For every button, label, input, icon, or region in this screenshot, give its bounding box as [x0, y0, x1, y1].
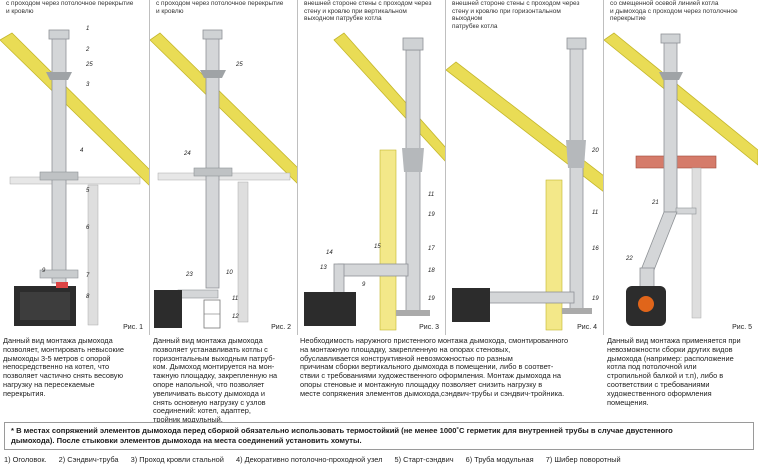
legend-item: 5) Старт-сэндвич [394, 455, 454, 464]
callout-number: 14 [326, 250, 333, 256]
callout-number: 9 [42, 268, 46, 274]
callout-number: 18 [428, 268, 435, 274]
chimney-drawing-3 [304, 32, 445, 331]
chimney-drawing-1 [0, 29, 149, 326]
callout-number: 25 [86, 62, 93, 68]
callout-number: 23 [186, 272, 193, 278]
diagram-panel-3: внешней стороне стены с проходом через с… [298, 0, 446, 335]
chimney-drawing-5 [604, 32, 758, 326]
note-line-1: * В местах сопряжений элементов дымохода… [11, 426, 673, 435]
panel-2-header: с проходом через потолочное перекрытие и… [156, 0, 284, 15]
callout-number: 5 [86, 188, 90, 194]
diagram-panel-2: с проходом через потолочное перекрытие и… [150, 0, 298, 335]
callout-number: 4 [80, 148, 84, 154]
callout-number: 2 [86, 47, 90, 53]
parts-legend: 1) Оголовок. 2) Сэндвич-труба 3) Проход … [4, 455, 754, 467]
callout-number: 6 [86, 225, 90, 231]
callout-number: 20 [592, 148, 599, 154]
legend-item: 2) Сэндвич-труба [58, 455, 119, 464]
legend-item: 6) Труба модульная [465, 455, 534, 464]
callout-number: 7 [86, 273, 90, 279]
panel-3-description: Необходимость наружного пристенного монт… [300, 336, 569, 398]
callout-number: 19 [428, 296, 435, 302]
diagram-panel-5: со смещенной осевой линией котла и дымох… [604, 0, 758, 335]
diagram-panel-1: с проходом через потолочное перекрытие и… [0, 0, 150, 335]
panel-3-header: внешней стороне стены с проходом через с… [304, 0, 432, 22]
panel-2-description: Данный вид монтажа дымохода позволяет ус… [153, 336, 278, 425]
legend-item: 3) Проход кровли стальной [130, 455, 224, 464]
figure-label: Рис. 3 [419, 324, 439, 331]
chimney-drawing-4 [446, 37, 603, 331]
callout-number: 16 [592, 246, 599, 252]
callout-number: 17 [428, 246, 435, 252]
callout-number: 15 [374, 244, 381, 250]
callout-number: 10 [226, 270, 233, 276]
legend-item: 4) Декоративно потолочно-проходной узел [235, 455, 383, 464]
callout-number: 19 [592, 296, 599, 302]
chimney-drawing-2 [150, 29, 297, 329]
callout-number: 21 [652, 200, 659, 206]
note-line-2: дымохода). После стыковки элементов дымо… [11, 436, 362, 445]
callout-number: 22 [626, 256, 633, 262]
callout-number: 11 [592, 210, 599, 216]
panel-1-description: Данный вид монтажа дымохода позволяет, м… [3, 336, 124, 398]
legend-item: 7) Шибер поворотный [545, 455, 621, 464]
callout-number: 24 [184, 151, 191, 157]
callout-number: 9 [362, 282, 366, 288]
callout-number: 25 [236, 62, 243, 68]
figure-label: Рис. 2 [271, 324, 291, 331]
callout-number: 12 [232, 314, 239, 320]
panel-5-description: Данный вид монтажа применяется при невоз… [607, 336, 741, 407]
assembly-note: * В местах сопряжений элементов дымохода… [4, 422, 754, 450]
figure-label: Рис. 4 [577, 324, 597, 331]
diagram-panel-4: внешней стороне стены с проходом через с… [446, 0, 604, 335]
callout-number: 8 [86, 294, 90, 300]
panel-1-header: с проходом через потолочное перекрытие и… [6, 0, 134, 15]
panel-4-header: внешней стороне стены с проходом через с… [452, 0, 580, 30]
callout-number: 11 [232, 296, 239, 302]
legend-item: 1) Оголовок. [4, 455, 47, 464]
callout-number: 1 [86, 26, 90, 32]
figure-label: Рис. 1 [123, 324, 143, 331]
figure-label: Рис. 5 [732, 324, 752, 331]
callout-number: 3 [86, 82, 90, 88]
callout-number: 19 [428, 212, 435, 218]
panel-5-header: со смещенной осевой линией котла и дымох… [610, 0, 738, 22]
callout-number: 13 [320, 265, 327, 271]
callout-number: 11 [428, 192, 435, 198]
